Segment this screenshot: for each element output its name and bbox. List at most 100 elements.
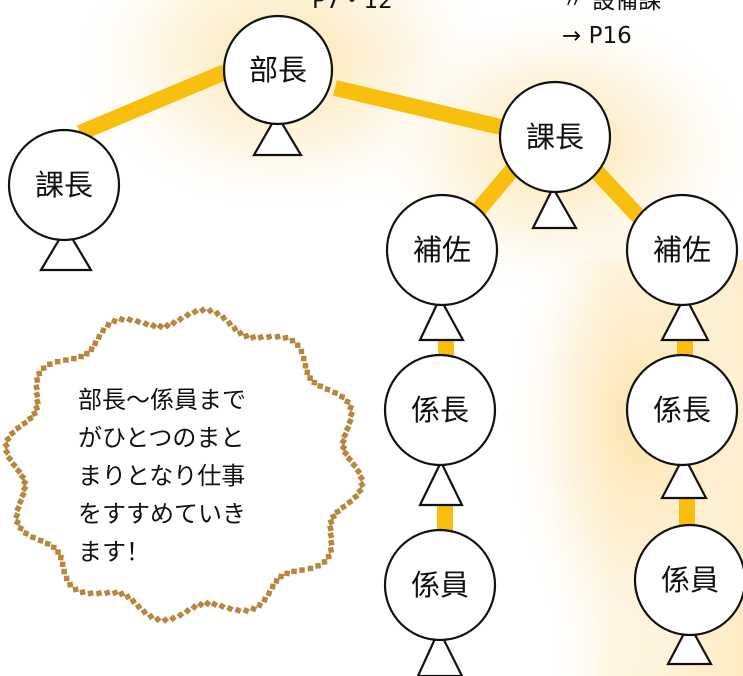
node-hosa-left: 補佐 [385, 193, 499, 342]
speech-bubble-dot [345, 455, 354, 463]
speech-bubble-outline [2, 306, 366, 624]
speech-bubble-dot [146, 612, 155, 621]
speech-bubble-dot [307, 565, 314, 572]
speech-bubble-dot [183, 607, 192, 615]
speech-bubble-dot [30, 409, 39, 418]
speech-bubble-dot [274, 333, 281, 341]
speech-bubble-dot [196, 600, 205, 609]
node-label-kacho-left: 課長 [35, 168, 93, 202]
speech-bubble-dot [40, 365, 47, 372]
connector-bucho-kacho-right [333, 80, 507, 136]
speech-bubble-dot [5, 454, 14, 463]
speech-bubble-dot [317, 382, 324, 390]
speech-bubble-dot [57, 554, 64, 561]
node-kakariin-left: 係員 [383, 528, 497, 676]
speech-bubble-dot [257, 333, 265, 341]
speech-bubble-dot [33, 398, 41, 406]
speech-bubble-dot [282, 334, 289, 342]
speech-bubble-dot [33, 404, 41, 412]
speech-bubble-dot [103, 589, 111, 597]
speech-bubble-dot [118, 590, 126, 598]
speech-bubble-dot [14, 424, 22, 432]
speech-bubble-dot [218, 602, 226, 611]
speech-bubble-dot [95, 589, 103, 597]
speech-bubble-dot [54, 358, 61, 365]
node-label-kakaricho-right: 係長 [653, 393, 711, 427]
speech-bubble-dot [304, 369, 311, 376]
speech-bubble-dot [20, 478, 29, 487]
speech-bubble-dot [273, 577, 280, 585]
speech-bubble-dot [213, 309, 222, 318]
speech-bubble-dot [70, 355, 77, 362]
speech-bubble-dot [326, 524, 334, 532]
speech-bubble-dot [124, 593, 132, 601]
speech-bubble-dot [190, 603, 199, 611]
speech-bubble-dot [33, 391, 41, 399]
speech-bubble-dot [16, 497, 25, 506]
page-reference: → P16 [562, 23, 632, 49]
speech-bubble-dot [67, 581, 74, 588]
speech-bubble-line-4: をすすめていき [78, 500, 246, 528]
speech-bubble-dot [13, 518, 22, 526]
speech-bubble-dot [219, 314, 228, 322]
speech-bubble-dot [346, 417, 354, 426]
speech-bubble-dot [300, 355, 307, 362]
speech-bubble-dot [328, 539, 335, 547]
speech-bubble-dot [149, 321, 158, 330]
speech-bubble-dot [176, 315, 185, 323]
speech-bubble-dot [176, 611, 185, 619]
speech-bubble-dot [356, 487, 364, 495]
speech-bubble-dot [4, 435, 12, 443]
speech-bubble-dot [298, 348, 305, 355]
node-label-kakaricho-left: 係長 [411, 393, 469, 427]
node-hosa-right: 補佐 [625, 193, 739, 342]
speech-bubble-dot [104, 321, 112, 329]
speech-bubble-dot [269, 583, 276, 590]
speech-bubble-dot [33, 384, 40, 391]
speech-bubble-dot [183, 311, 192, 319]
speech-bubble-dot [169, 614, 177, 623]
speech-bubble-dot [20, 484, 29, 493]
speech-bubble-dot [324, 386, 331, 393]
speech-bubble-dot [347, 410, 356, 418]
speech-bubble-dot [169, 318, 178, 327]
speech-bubble-dot [91, 340, 99, 347]
speech-bubble-dot [87, 590, 94, 597]
speech-bubble-dot [46, 361, 53, 368]
speech-bubble-dot [29, 533, 37, 541]
speech-bubble-dot [265, 589, 273, 597]
speech-bubble-dot [327, 531, 335, 539]
speech-bubble-dot [14, 504, 22, 513]
speech-bubble-dot [294, 342, 301, 349]
speech-bubble-dot [26, 414, 34, 423]
speech-bubble-dot [118, 315, 126, 324]
speech-bubble-dot [321, 558, 328, 565]
speech-bubble-dot [331, 389, 339, 397]
speech-bubble-dot [22, 529, 30, 537]
speech-bubble-dot [256, 601, 264, 609]
speech-bubble-dot [311, 379, 318, 386]
node-kacho-right: 課長 [498, 80, 612, 230]
speech-bubble-dot [161, 616, 170, 624]
connector-kacho-hosa-right [589, 164, 646, 224]
node-kakariin-right: 係員 [633, 523, 743, 666]
speech-bubble-dot [54, 549, 62, 556]
speech-bubble-dot [315, 562, 321, 569]
speech-bubble-dot [225, 319, 234, 328]
speech-bubble-dot [346, 498, 354, 506]
speech-bubble-dot [226, 604, 234, 613]
speech-bubble-dot [72, 586, 79, 593]
speech-bubble-dot [37, 537, 44, 544]
speech-bubble-dot [231, 325, 239, 333]
connector-bucho-kacho-left [76, 64, 229, 141]
speech-bubble-dot [341, 431, 349, 440]
speech-bubble-dot [156, 322, 165, 331]
speech-bubble-line-2: がひとつのまと [78, 424, 244, 452]
speech-bubble-dot [203, 599, 212, 608]
speech-bubble-dot [10, 461, 18, 469]
speech-bubble-dot [277, 573, 285, 580]
node-label-hosa-right: 補佐 [653, 233, 711, 267]
speech-bubble-dot [358, 480, 366, 489]
speech-bubble-dot [79, 589, 86, 596]
